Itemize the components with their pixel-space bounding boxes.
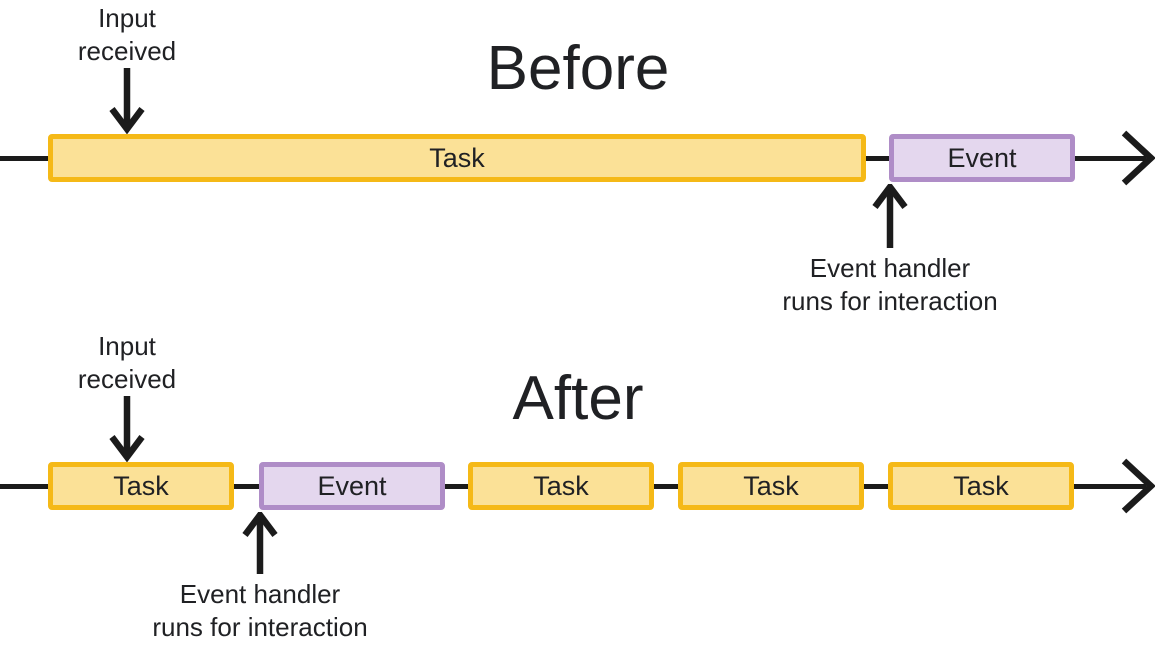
before-title: Before	[486, 34, 670, 103]
before-event-bar-label: Event	[947, 142, 1017, 173]
after-handler-annotation-line1: Event handler	[179, 579, 341, 609]
before-handler-annotation: Event handler runs for interaction	[740, 252, 1040, 318]
after-title: After	[512, 364, 644, 433]
after-task-bar-4: Task	[888, 462, 1074, 510]
after-timeline-arrowhead-icon	[1121, 458, 1155, 514]
before-input-annotation-line2: received	[77, 36, 177, 66]
before-input-down-arrow-icon	[109, 68, 145, 134]
after-handler-annotation: Event handler runs for interaction	[110, 578, 410, 644]
before-task-bar: Task	[48, 134, 866, 182]
after-input-down-arrow-icon	[109, 396, 145, 462]
after-handler-annotation-line2: runs for interaction	[152, 612, 368, 642]
after-task-bar-2-label: Task	[533, 470, 589, 501]
before-handler-annotation-line1: Event handler	[809, 253, 971, 283]
after-event-bar: Event	[259, 462, 445, 510]
after-task-bar-1: Task	[48, 462, 234, 510]
after-task-bar-2: Task	[468, 462, 654, 510]
after-task-bar-1-label: Task	[113, 470, 169, 501]
before-event-bar: Event	[889, 134, 1075, 182]
after-task-bar-4-label: Task	[953, 470, 1009, 501]
after-input-annotation: Input received	[27, 330, 227, 396]
after-input-annotation-line2: received	[77, 364, 177, 394]
after-task-bar-3: Task	[678, 462, 864, 510]
before-input-annotation-line1: Input	[98, 3, 156, 33]
after-input-annotation-line1: Input	[98, 331, 156, 361]
before-task-bar-label: Task	[429, 142, 485, 173]
before-handler-annotation-line2: runs for interaction	[782, 286, 998, 316]
before-timeline-arrowhead-icon	[1121, 130, 1155, 186]
before-input-annotation: Input received	[27, 2, 227, 68]
after-handler-up-arrow-icon	[242, 512, 278, 574]
after-event-bar-label: Event	[317, 470, 387, 501]
after-task-bar-3-label: Task	[743, 470, 799, 501]
before-handler-up-arrow-icon	[872, 184, 908, 248]
